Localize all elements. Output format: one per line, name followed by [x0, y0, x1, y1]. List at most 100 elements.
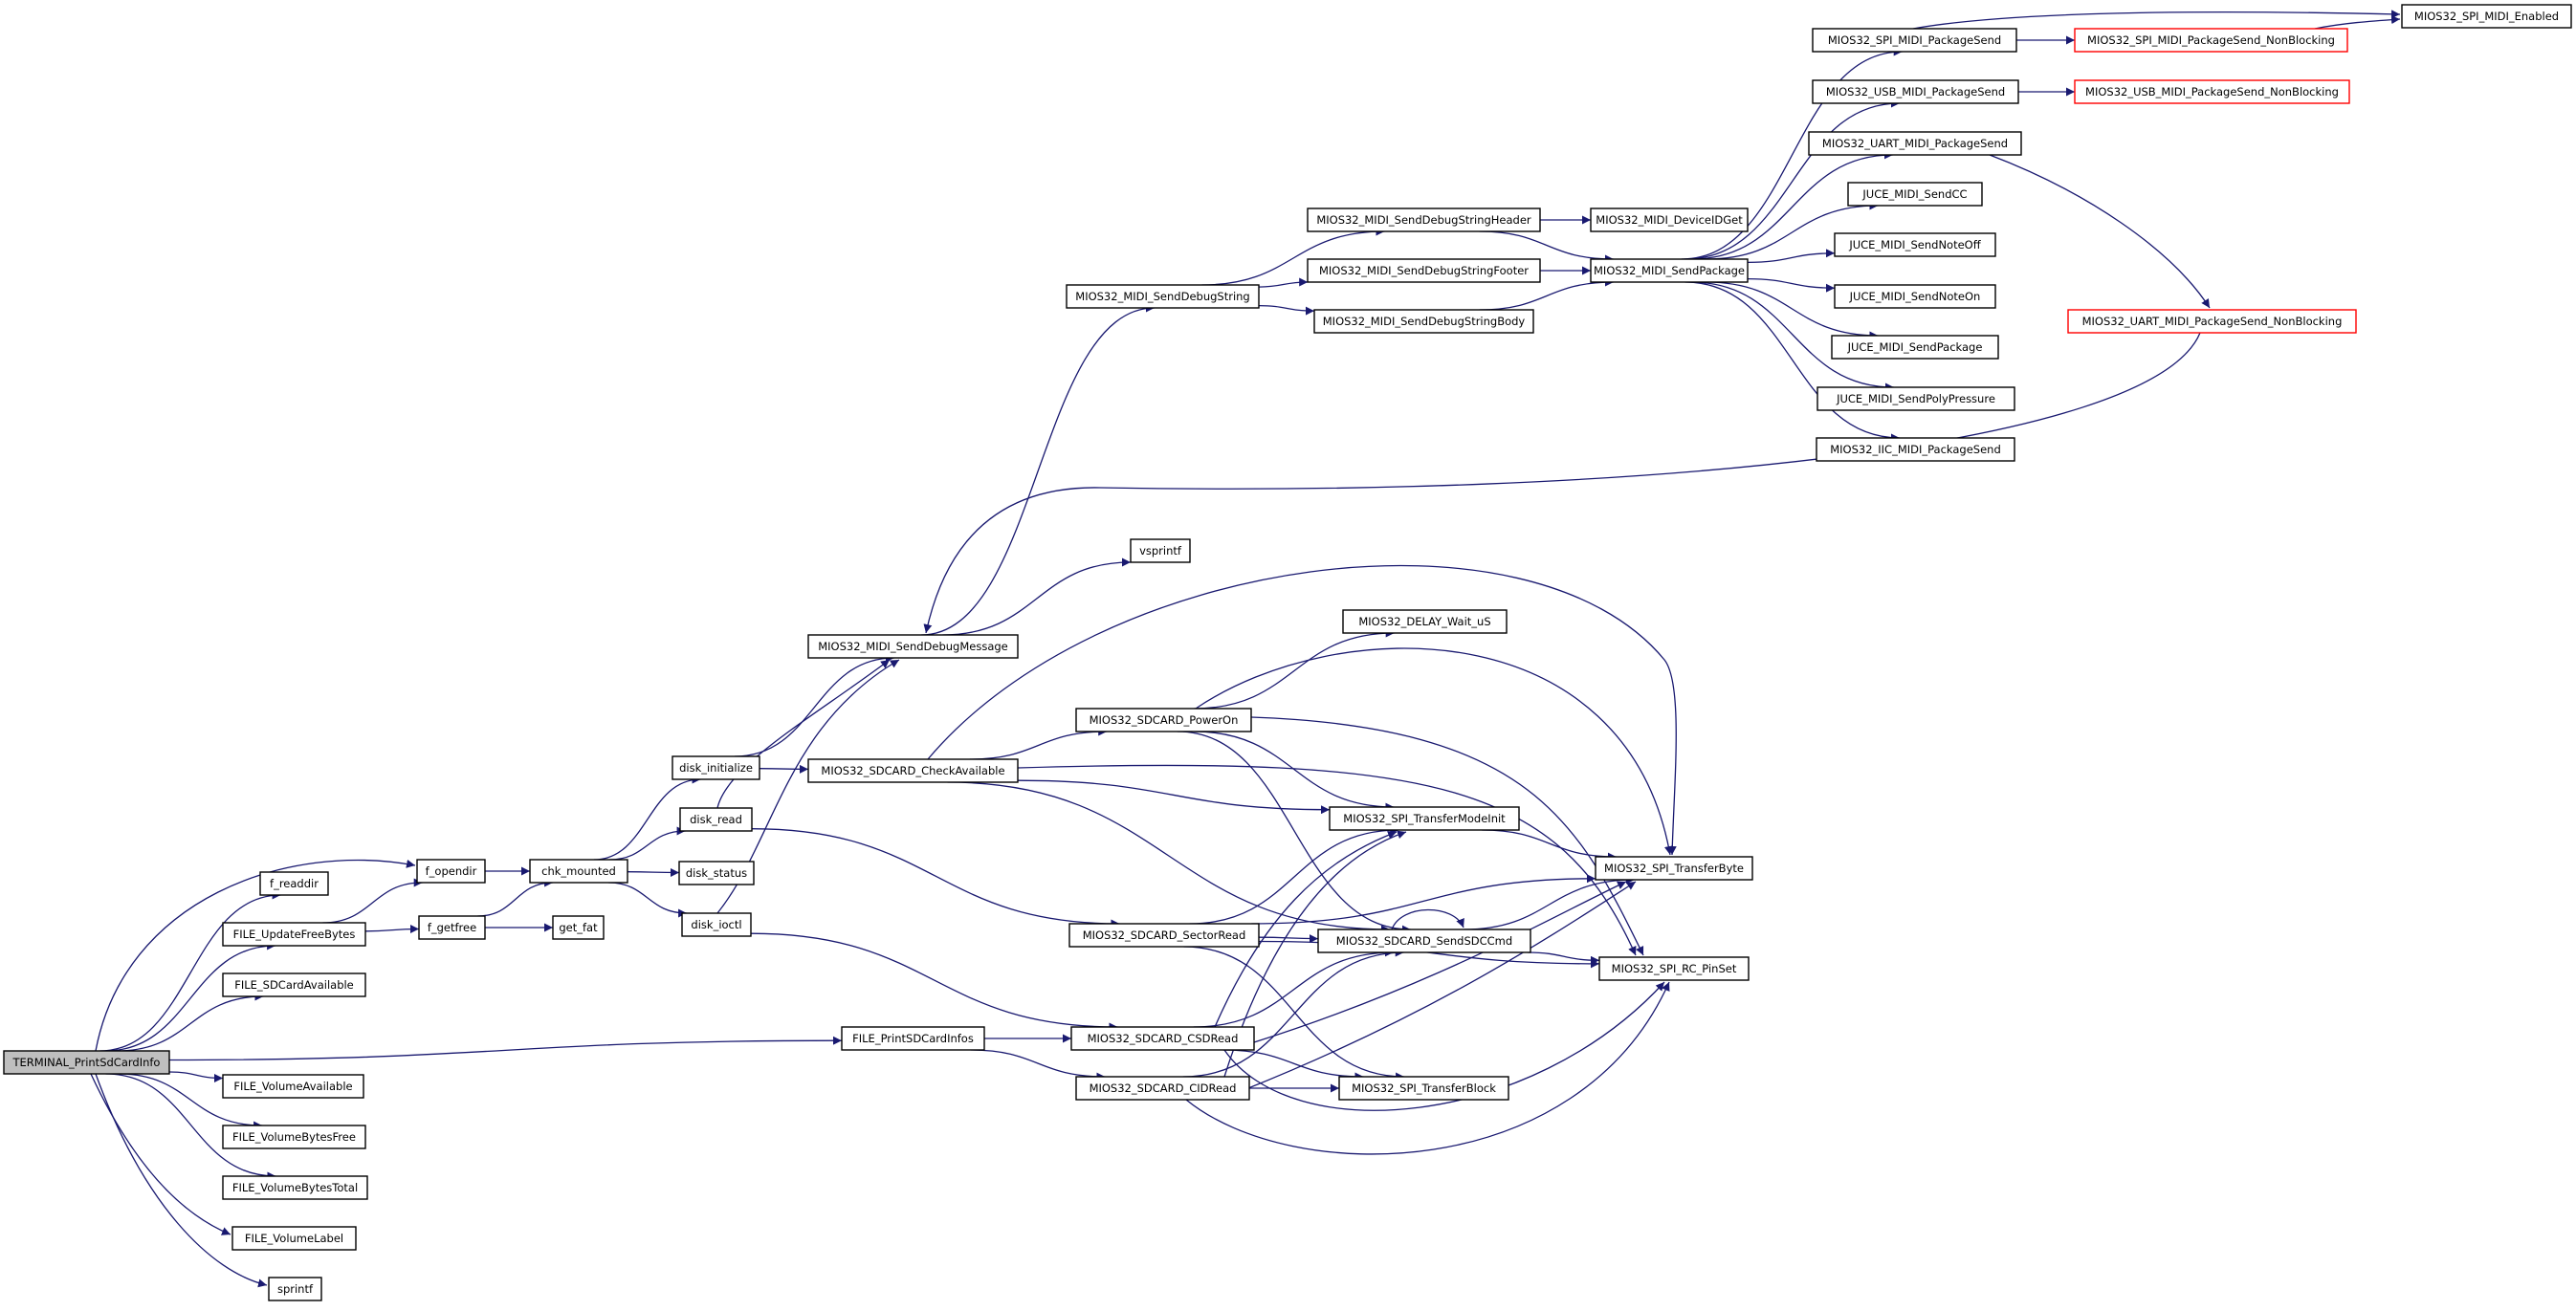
edge-sdcard_csdread-to-spi_transfermodeinit [1214, 830, 1398, 1028]
node-box [222, 1125, 366, 1149]
node-label: disk_initialize [679, 761, 753, 775]
node-spi-rc-pinset[interactable]: MIOS32_SPI_RC_PinSet [1598, 956, 1750, 981]
edge-sdcard_checkavailable-to-sdcard_sendsdccmd [947, 781, 1391, 934]
node-box [681, 912, 752, 937]
edge-sdcard_poweron-to-spi_transferbyte [1195, 647, 1673, 856]
edge-sdcard_sectorread-to-spi_transferblock [1183, 946, 1405, 1082]
node-f-getfree[interactable]: f_getfree [418, 915, 486, 940]
node-disk-initialize[interactable]: disk_initialize [672, 755, 760, 780]
node-file-volumebytesfree[interactable]: FILE_VolumeBytesFree [222, 1125, 366, 1149]
node-sdcard-sectorread[interactable]: MIOS32_SDCARD_SectorRead [1068, 923, 1260, 948]
node-vsprintf[interactable]: vsprintf [1130, 538, 1191, 563]
node-label: MIOS32_MIDI_SendDebugStringFooter [1319, 264, 1529, 277]
node-label: MIOS32_SDCARD_SectorRead [1083, 929, 1246, 942]
node-box [1329, 806, 1520, 831]
node-iic-midi-packagesend[interactable]: MIOS32_IIC_MIDI_PackageSend [1816, 437, 2015, 462]
edge-senddebugstring-to-debugstringfooter [1258, 277, 1309, 288]
edge-sendpackage-to-uart_midi_packagesend [1691, 150, 1893, 260]
node-disk-read[interactable]: disk_read [679, 807, 753, 832]
node-senddebugmessage[interactable]: MIOS32_MIDI_SendDebugMessage [807, 634, 1019, 659]
node-label: TERMINAL_PrintSdCardInfo [12, 1056, 161, 1069]
node-label: MIOS32_SPI_TransferBlock [1352, 1082, 1496, 1095]
node-box [1595, 856, 1753, 881]
node-label: sprintf [277, 1282, 314, 1296]
node-juce-sendpackage[interactable]: JUCE_MIDI_SendPackage [1831, 335, 1999, 360]
edge-root-to-file_volumeavailable [168, 1071, 224, 1082]
edge-file_updatefreebytes-to-f_getfree [364, 925, 420, 934]
node-label: MIOS32_SDCARD_CIDRead [1090, 1082, 1237, 1095]
node-box [3, 1050, 170, 1075]
node-file-volumebytestotal[interactable]: FILE_VolumeBytesTotal [222, 1175, 368, 1200]
node-sendpackage[interactable]: MIOS32_MIDI_SendPackage [1590, 258, 1749, 283]
node-box [1317, 929, 1531, 953]
node-spi-midi-packagesend-nb[interactable]: MIOS32_SPI_MIDI_PackageSend_NonBlocking [2074, 28, 2348, 53]
node-label: MIOS32_UART_MIDI_PackageSend_NonBlocking [2082, 315, 2343, 328]
node-box [1075, 708, 1252, 732]
node-usb-midi-packagesend[interactable]: MIOS32_USB_MIDI_PackageSend [1812, 79, 2019, 104]
node-file-printsdcardinfos[interactable]: FILE_PrintSDCardInfos [841, 1026, 985, 1051]
node-sdcard-csdread[interactable]: MIOS32_SDCARD_CSDRead [1070, 1026, 1255, 1051]
edge-spi_midi_packagesend_nb-to-spi_midi_enabled [2314, 15, 2401, 30]
node-sdcard-sendsdccmd[interactable]: MIOS32_SDCARD_SendSDCCmd [1317, 929, 1531, 953]
node-box [2067, 309, 2357, 334]
node-spi-transfermodeinit[interactable]: MIOS32_SPI_TransferModeInit [1329, 806, 1520, 831]
node-label: MIOS32_SPI_TransferByte [1604, 862, 1744, 875]
node-label: MIOS32_MIDI_SendDebugMessage [818, 640, 1008, 653]
node-f-readdir[interactable]: f_readdir [259, 871, 329, 896]
node-file-updatefreebytes[interactable]: FILE_UpdateFreeBytes [222, 922, 366, 947]
edge-sdcard_sendsdccmd-to-spi_rc_pinset [1527, 951, 1600, 965]
node-sdcard-checkavailable[interactable]: MIOS32_SDCARD_CheckAvailable [807, 758, 1019, 783]
node-label: FILE_VolumeBytesFree [232, 1130, 356, 1144]
node-disk-status[interactable]: disk_status [678, 861, 755, 885]
node-label: MIOS32_DELAY_Wait_uS [1358, 615, 1490, 628]
node-juce-sendpolypressure[interactable]: JUCE_MIDI_SendPolyPressure [1816, 386, 2015, 411]
node-spi-transferbyte[interactable]: MIOS32_SPI_TransferByte [1595, 856, 1753, 881]
edges [90, 10, 2401, 1288]
node-debugstringfooter[interactable]: MIOS32_MIDI_SendDebugStringFooter [1307, 258, 1541, 283]
node-debugstringheader[interactable]: MIOS32_MIDI_SendDebugStringHeader [1307, 208, 1541, 232]
node-senddebugstring[interactable]: MIOS32_MIDI_SendDebugString [1066, 284, 1260, 309]
node-spi-transferblock[interactable]: MIOS32_SPI_TransferBlock [1338, 1076, 1509, 1101]
node-file-sdcardavailable[interactable]: FILE_SDCardAvailable [222, 972, 366, 997]
edge-senddebugstring-to-debugstringbody [1258, 304, 1315, 316]
node-juce-sendnoteoff[interactable]: JUCE_MIDI_SendNoteOff [1834, 232, 1996, 257]
node-box [222, 1074, 364, 1099]
node-root[interactable]: TERMINAL_PrintSdCardInfo [3, 1050, 170, 1075]
node-box [552, 915, 605, 940]
node-sprintf[interactable]: sprintf [268, 1277, 322, 1301]
node-spi-midi-enabled[interactable]: MIOS32_SPI_MIDI_Enabled [2401, 4, 2572, 29]
node-get-fat[interactable]: get_fat [552, 915, 605, 940]
edge-sdcard_poweron-to-spi_rc_pinset [1250, 716, 1644, 956]
node-uart-midi-packagesend[interactable]: MIOS32_UART_MIDI_PackageSend [1808, 131, 2022, 156]
node-box [2074, 79, 2350, 104]
node-deviceidget[interactable]: MIOS32_MIDI_DeviceIDGet [1590, 208, 1749, 232]
node-file-volumeavailable[interactable]: FILE_VolumeAvailable [222, 1074, 364, 1099]
node-sdcard-poweron[interactable]: MIOS32_SDCARD_PowerOn [1075, 708, 1252, 732]
node-chk-mounted[interactable]: chk_mounted [529, 859, 628, 884]
edge-sdcard_poweron-to-spi_transfermodeinit [1194, 731, 1395, 812]
edge-sdcard_checkavailable-to-sdcard_poweron [969, 727, 1108, 760]
node-label: MIOS32_SPI_MIDI_PackageSend_NonBlocking [2087, 33, 2335, 47]
edge-debugstringheader-to-sendpackage [1479, 230, 1614, 264]
node-usb-midi-packagesend-nb[interactable]: MIOS32_USB_MIDI_PackageSend_NonBlocking [2074, 79, 2350, 104]
edge-uart_midi_packagesend-to-uart_midi_packagesend_nb [1989, 154, 2211, 309]
node-label: get_fat [559, 921, 598, 934]
edge-senddebugstring-to-debugstringheader [1201, 227, 1385, 286]
node-juce-sendcc[interactable]: JUCE_MIDI_SendCC [1847, 182, 1983, 207]
node-uart-midi-packagesend-nb[interactable]: MIOS32_UART_MIDI_PackageSend_NonBlocking [2067, 309, 2357, 334]
edge-sdcard_checkavailable-to-spi_rc_pinset [1017, 764, 1637, 956]
edge-f_getfree-to-chk_mounted [477, 878, 554, 917]
node-file-volumelabel[interactable]: FILE_VolumeLabel [231, 1226, 357, 1251]
edge-sendpackage-to-juce_sendnoteoff [1747, 249, 1836, 264]
node-label: disk_ioctl [691, 918, 741, 931]
node-disk-ioctl[interactable]: disk_ioctl [681, 912, 752, 937]
node-box [1831, 335, 1999, 360]
edge-sendpackage-to-juce_sendpolypressure [1691, 281, 1894, 392]
node-delay-wait-us[interactable]: MIOS32_DELAY_Wait_uS [1342, 609, 1508, 634]
node-sdcard-cidread[interactable]: MIOS32_SDCARD_CIDRead [1075, 1076, 1250, 1101]
node-debugstringbody[interactable]: MIOS32_MIDI_SendDebugStringBody [1313, 309, 1534, 334]
node-box [678, 861, 755, 885]
node-spi-midi-packagesend[interactable]: MIOS32_SPI_MIDI_PackageSend [1812, 28, 2017, 53]
node-juce-sendnoteon[interactable]: JUCE_MIDI_SendNoteOn [1834, 284, 1996, 309]
node-f-opendir[interactable]: f_opendir [416, 859, 486, 884]
